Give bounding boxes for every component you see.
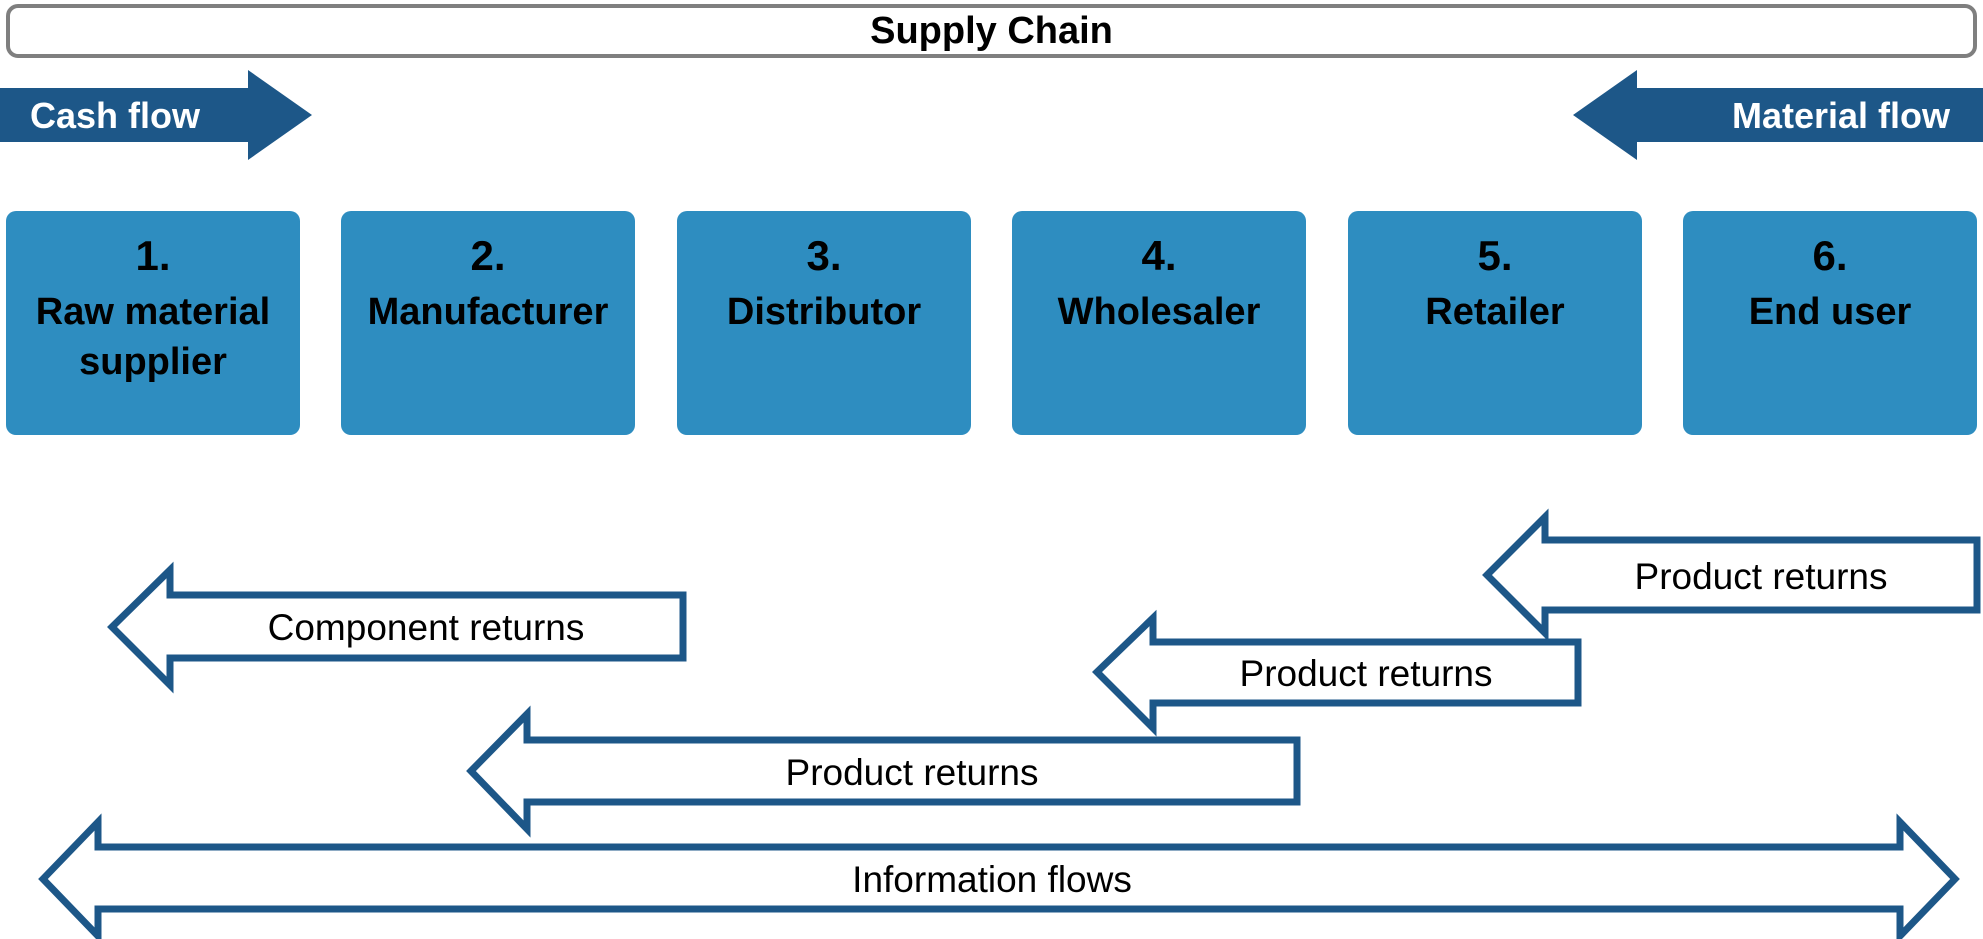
stage-box-end-user: 6. End user: [1683, 211, 1977, 435]
product-returns-label-3: Product returns: [785, 752, 1039, 793]
material-flow-arrow-icon: [1573, 70, 1983, 160]
product-returns-arrow-1: [1482, 508, 1981, 642]
cash-flow-label: Cash flow: [30, 95, 201, 136]
stage-number: 6.: [1812, 232, 1848, 279]
stage-number: 3.: [806, 232, 842, 279]
product-returns-label-1: Product returns: [1634, 556, 1888, 597]
stage-name: Raw material supplier: [35, 291, 271, 383]
diagram-title-box: Supply Chain: [6, 4, 1977, 58]
stage-number: 1.: [135, 232, 171, 279]
stage-box-retailer: 5. Retailer: [1348, 211, 1642, 435]
product-returns-arrow-2: [1092, 609, 1582, 737]
stage-name: End user: [1748, 291, 1912, 333]
stage-number: 5.: [1477, 232, 1513, 279]
stage-name: Wholesaler: [1057, 291, 1261, 333]
product-returns-arrow-3: [466, 705, 1301, 838]
product-returns-label-2: Product returns: [1239, 653, 1493, 694]
stage-name: Manufacturer: [367, 291, 609, 333]
diagram-title: Supply Chain: [870, 9, 1113, 52]
stage-box-raw-material-supplier: 1. Raw material supplier: [6, 211, 300, 435]
information-flows-arrow: [38, 813, 1960, 939]
stage-number: 4.: [1141, 232, 1177, 279]
material-flow-label: Material flow: [1731, 95, 1950, 136]
stage-box-wholesaler: 4. Wholesaler: [1012, 211, 1306, 435]
cash-flow-arrow-icon: [0, 70, 312, 160]
stage-name: Distributor: [726, 291, 922, 333]
component-returns-label: Component returns: [267, 607, 585, 648]
information-flows-label: Information flows: [852, 859, 1132, 900]
stage-box-distributor: 3. Distributor: [677, 211, 971, 435]
stage-name: Retailer: [1425, 291, 1565, 333]
component-returns-arrow: [107, 561, 687, 694]
stage-box-manufacturer: 2. Manufacturer: [341, 211, 635, 435]
stage-number: 2.: [470, 232, 506, 279]
